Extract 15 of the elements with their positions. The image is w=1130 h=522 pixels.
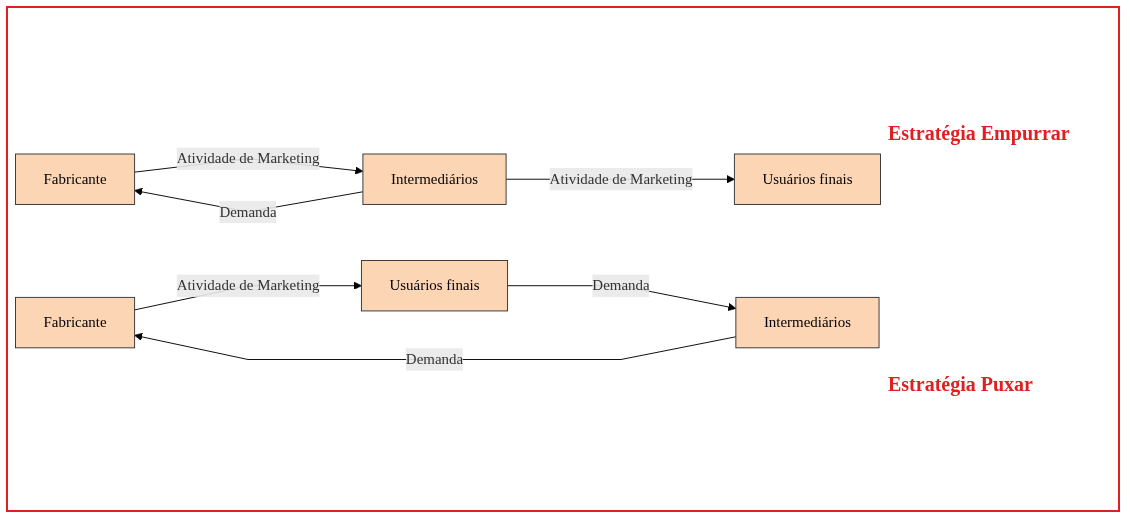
strategy-label: Estratégia Puxar bbox=[888, 373, 1034, 396]
node-box bbox=[360, 259, 509, 312]
edge-label: Atividade de Marketing bbox=[549, 170, 693, 187]
edge-label: Demanda bbox=[219, 203, 277, 220]
node-box bbox=[733, 153, 881, 205]
diagram-frame: Atividade de Marketing Atividade de Marketing Demanda Atividade de Marketing Demanda Demanda Fabricante Intermediários Usuários finais Fabricante Intermediários Usuários finais Estratégia Empurrar Estratégia Puxar bbox=[6, 6, 1120, 512]
node-box bbox=[15, 153, 136, 205]
edge-label: Atividade de Marketing bbox=[176, 150, 320, 167]
edge-label: Demanda bbox=[405, 351, 464, 367]
node-box bbox=[362, 153, 507, 205]
node-box bbox=[15, 296, 136, 349]
strategy-label: Estratégia Empurrar bbox=[888, 122, 1071, 145]
edge-label: Demanda bbox=[592, 277, 650, 294]
edge-label: Atividade de Marketing bbox=[176, 277, 320, 294]
node-box bbox=[735, 296, 880, 349]
